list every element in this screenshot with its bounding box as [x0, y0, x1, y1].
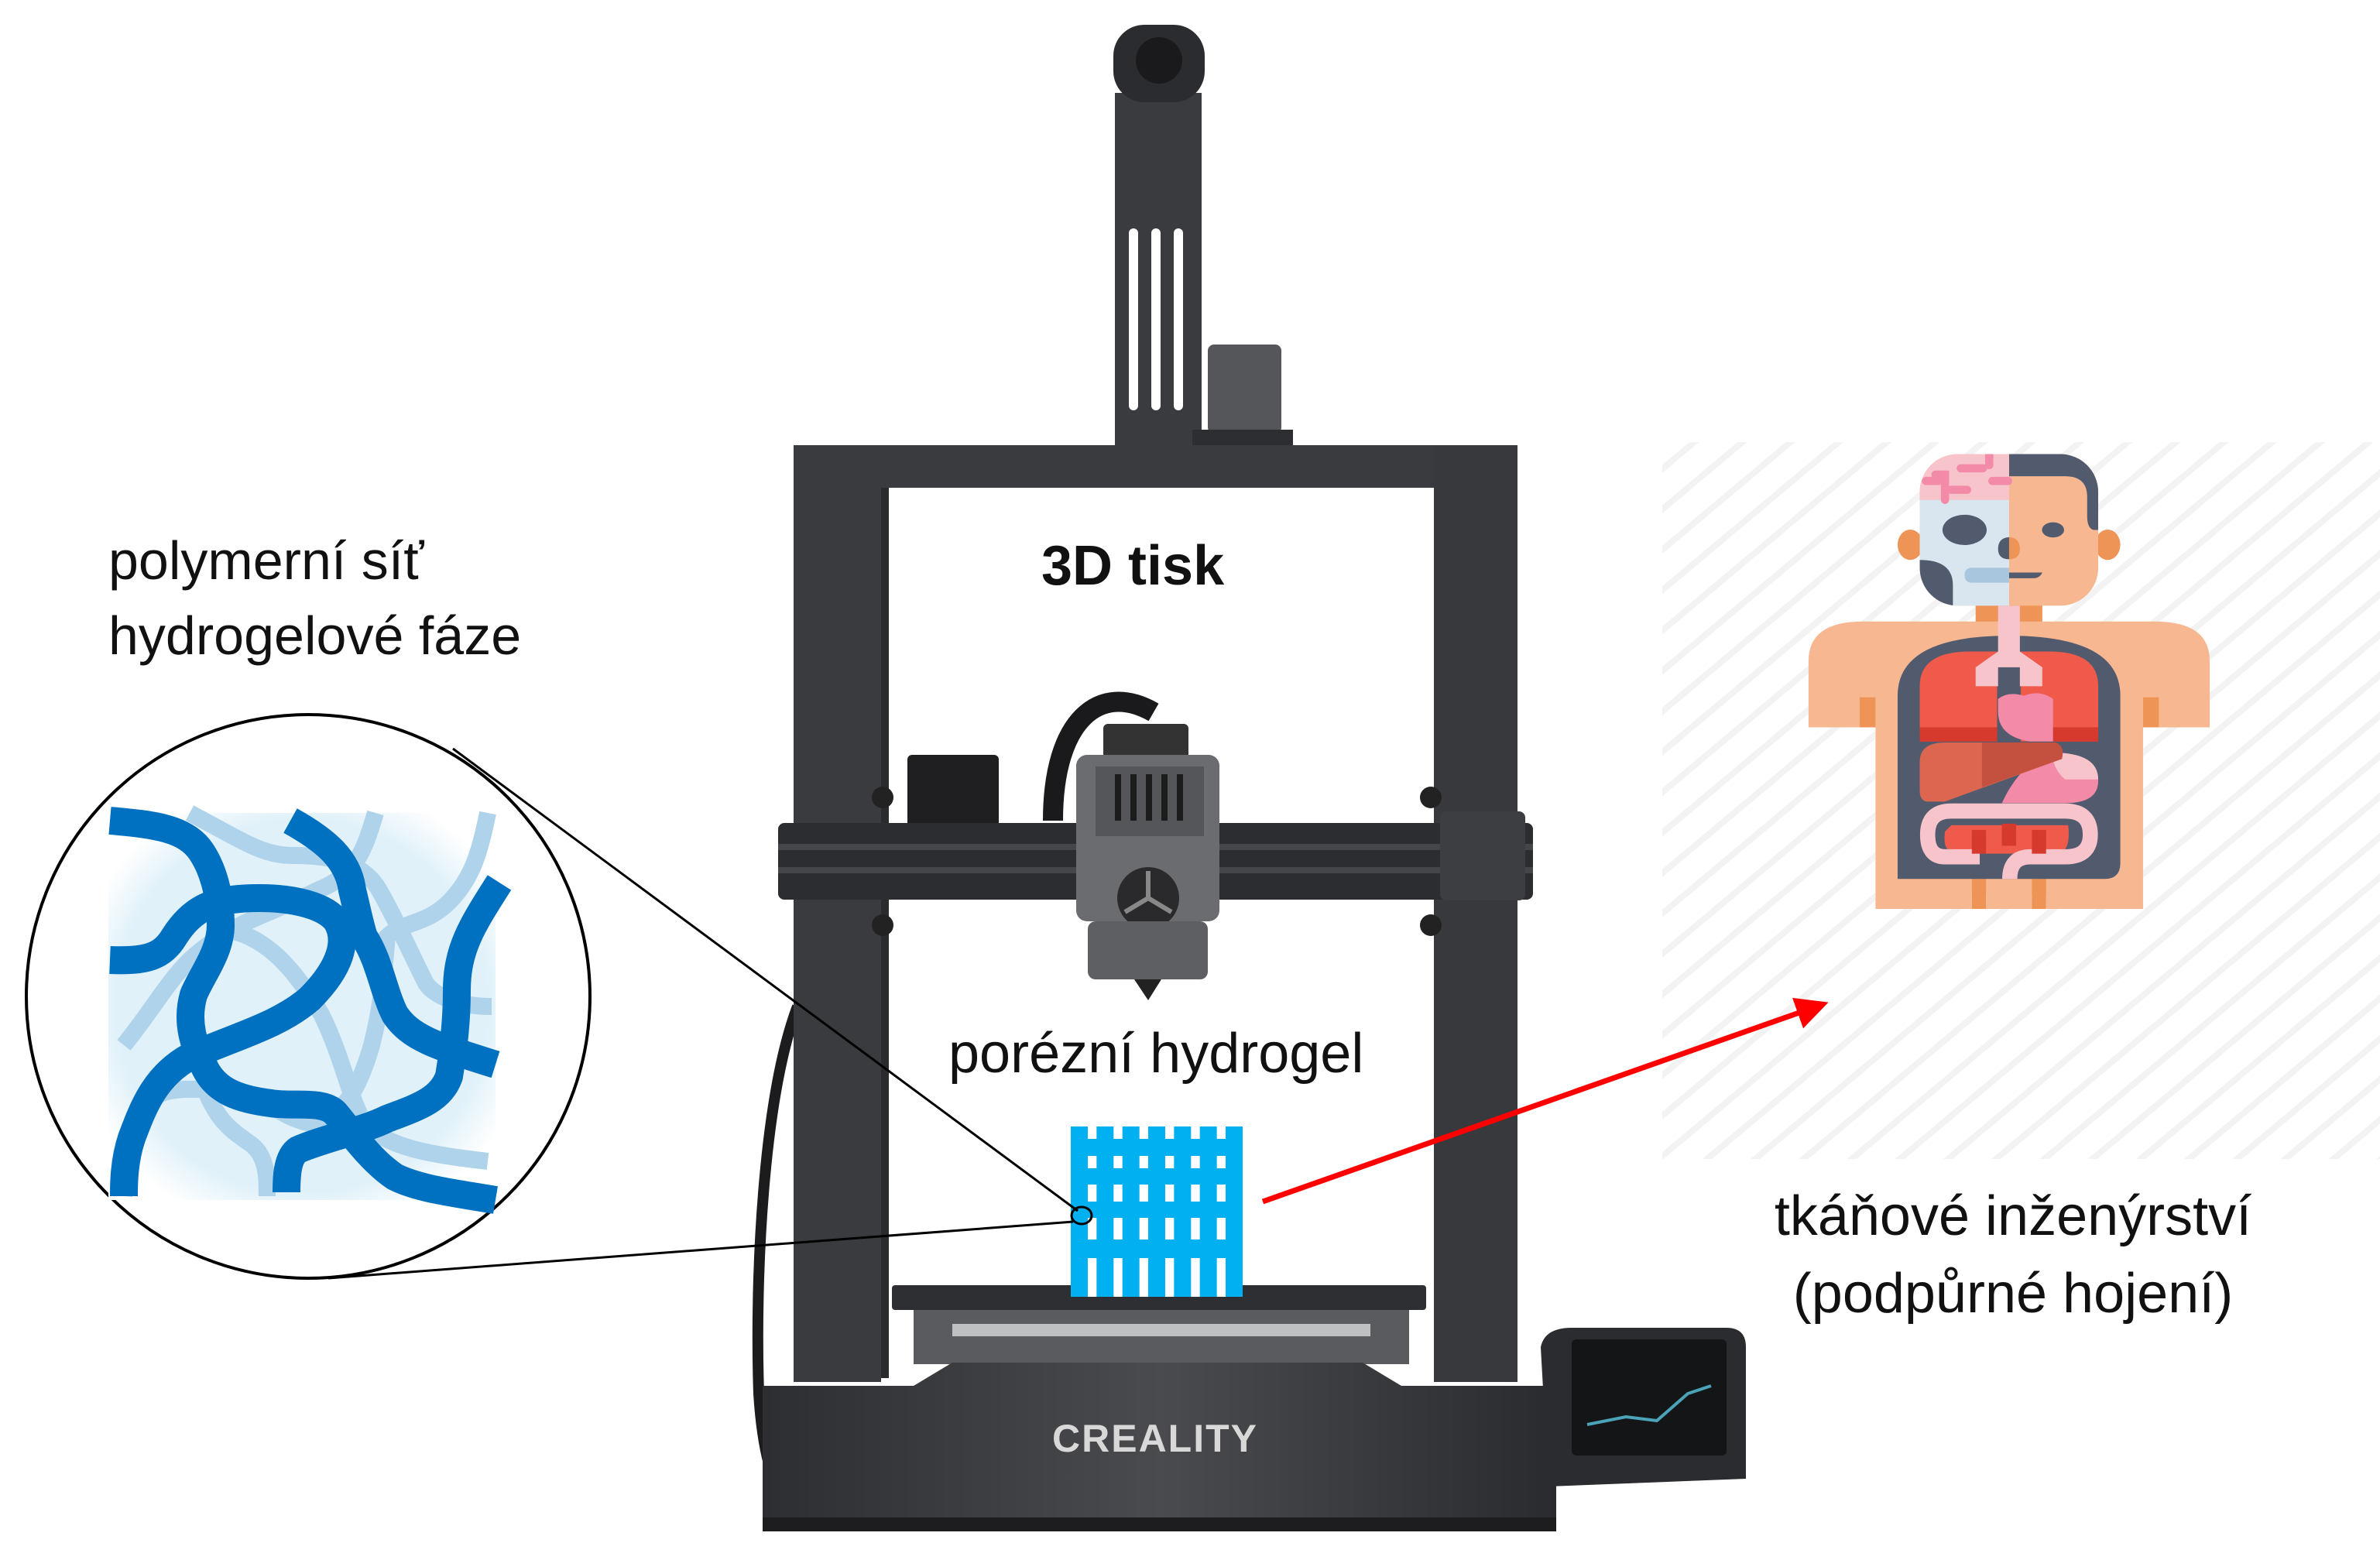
- scaffold-pore: [1191, 1185, 1200, 1202]
- print-bed: [892, 1285, 1426, 1310]
- polymer-network-magnified: [25, 713, 1093, 1280]
- scaffold-pore: [1088, 1126, 1097, 1139]
- scaffold-pore: [1113, 1218, 1123, 1240]
- 3d-printer: CREALITY: [752, 25, 1746, 1531]
- scaffold-pore: [1139, 1126, 1148, 1139]
- application-arrow: [1261, 997, 1829, 1205]
- scaffold-pore: [1139, 1185, 1148, 1202]
- scaffold-pore: [1216, 1126, 1226, 1139]
- scaffold-pore: [1191, 1258, 1200, 1297]
- scaffold-pore: [1165, 1185, 1175, 1202]
- scaffold-pore: [1139, 1156, 1148, 1168]
- scaffold-pore: [1113, 1126, 1123, 1139]
- scaffold-pore: [1088, 1156, 1097, 1168]
- zoom-connector-bottom: [328, 1220, 1074, 1280]
- filament-sensor: [1208, 345, 1281, 434]
- print-head: [1076, 724, 1219, 1000]
- scaffold-pore: [1216, 1218, 1226, 1240]
- scaffold-pore: [1113, 1258, 1123, 1297]
- frame-left-column: [794, 445, 881, 1382]
- creality-logo: CREALITY: [1052, 1417, 1258, 1460]
- scaffold-pore: [1216, 1185, 1226, 1202]
- zoom-focus-marker: [1070, 1205, 1093, 1226]
- network-label-line1: polymerní síť: [108, 530, 424, 591]
- scaffold-pore: [1139, 1218, 1148, 1240]
- tissue-engineering-label-line2: (podpůrné hojení): [1793, 1263, 2233, 1325]
- network-label-line2: hydrogelové fáze: [108, 605, 521, 666]
- scaffold-pore: [1165, 1126, 1175, 1139]
- scaffold-pore: [1216, 1156, 1226, 1168]
- porous-hydrogel-scaffold: [1071, 1126, 1243, 1297]
- human-anatomy-icon: [1808, 454, 2210, 910]
- scaffold-pore: [1088, 1218, 1097, 1240]
- scaffold-pore: [1165, 1156, 1175, 1168]
- frame-top-bar: [794, 445, 1518, 488]
- scaffold-pore: [1191, 1126, 1200, 1139]
- zoom-connector-top: [452, 747, 1079, 1212]
- x-motor: [907, 755, 999, 832]
- porous-hydrogel-label: porézní hydrogel: [948, 1023, 1363, 1085]
- frame-right-column: [1434, 445, 1518, 1382]
- printing-label: 3D tisk: [1041, 535, 1225, 597]
- scaffold-pore: [1191, 1156, 1200, 1168]
- scaffold-pore: [1113, 1185, 1123, 1202]
- scaffold-pore: [1165, 1258, 1175, 1297]
- dark-polymer-chains: [108, 807, 512, 1214]
- printer-base: [763, 1363, 1556, 1521]
- scaffold-pore: [1191, 1218, 1200, 1240]
- scaffold-pore: [1216, 1258, 1226, 1297]
- tissue-engineering-label-line1: tkáňové inženýrství: [1775, 1185, 2251, 1247]
- control-screen: [1541, 1328, 1746, 1486]
- scaffold-pore: [1165, 1218, 1175, 1240]
- scaffold-pore: [1113, 1156, 1123, 1168]
- scaffold-pore: [1139, 1258, 1148, 1297]
- scaffold-body: [1071, 1126, 1243, 1297]
- scaffold-pore: [1088, 1185, 1097, 1202]
- scaffold-pore: [1088, 1258, 1097, 1297]
